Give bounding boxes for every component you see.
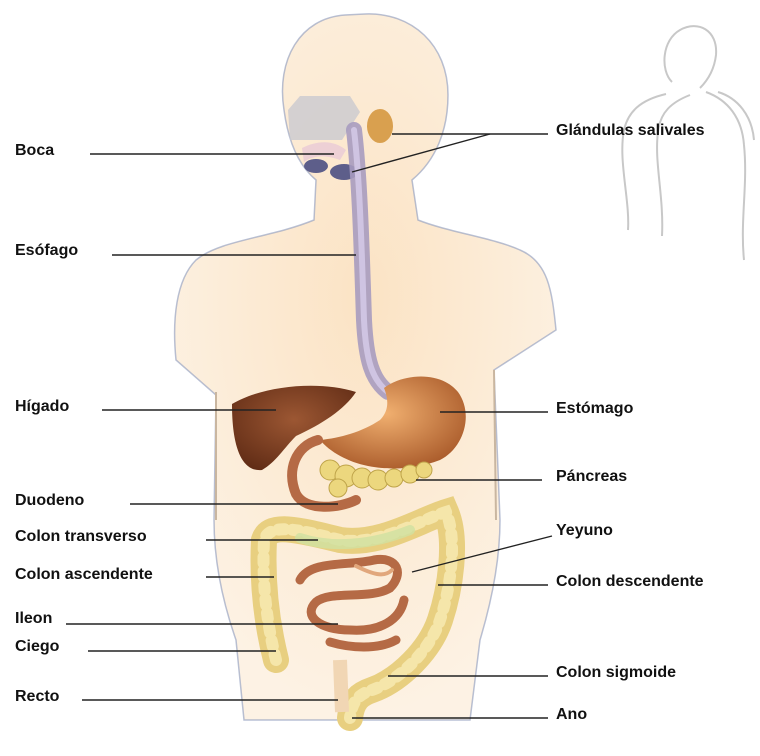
label-recto: Recto [15,688,59,706]
label-ciego: Ciego [15,638,59,656]
reference-figure-outline [622,26,754,260]
label-ileon: Ileon [15,610,52,628]
label-pancreas: Páncreas [556,468,627,486]
label-higado: Hígado [15,398,69,416]
label-colon-sigmoide: Colon sigmoide [556,664,676,682]
label-boca: Boca [15,142,54,160]
label-colon-descendente: Colon descendente [556,573,704,591]
label-ano: Ano [556,706,587,724]
label-estomago: Estómago [556,400,633,418]
label-yeyuno: Yeyuno [556,522,613,540]
label-duodeno: Duodeno [15,492,84,510]
label-esofago: Esófago [15,242,78,260]
label-colon-transverso: Colon transverso [15,528,147,546]
label-glandulas-salivales: Glándulas salivales [556,122,705,140]
label-colon-ascendente: Colon ascendente [15,566,153,584]
rectum-shape [340,660,342,712]
